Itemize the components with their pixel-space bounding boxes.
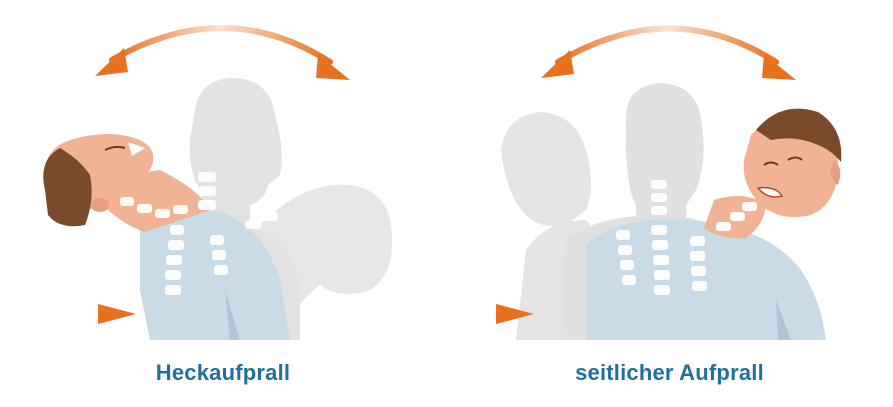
rear-impact-illustration [43,25,393,340]
main-figure-head [43,134,154,227]
impact-arrow-icon [98,304,136,324]
main-figure-torso [586,219,826,340]
impact-arrow-icon [496,304,534,324]
panel-rear-impact: Heckaufprall [0,0,446,407]
shirt-fold [776,300,791,340]
spine-icon [616,180,757,295]
side-impact-illustration [496,25,842,340]
double-arrow-icon [541,25,796,80]
double-arrow-icon [95,25,350,80]
caption-side-impact: seitlicher Aufprall [575,360,764,385]
caption-rear-impact: Heckaufprall [155,360,291,385]
panel-side-impact: seitlicher Aufprall [446,0,893,407]
spine-icon [120,172,278,295]
main-figure-head [743,108,842,218]
